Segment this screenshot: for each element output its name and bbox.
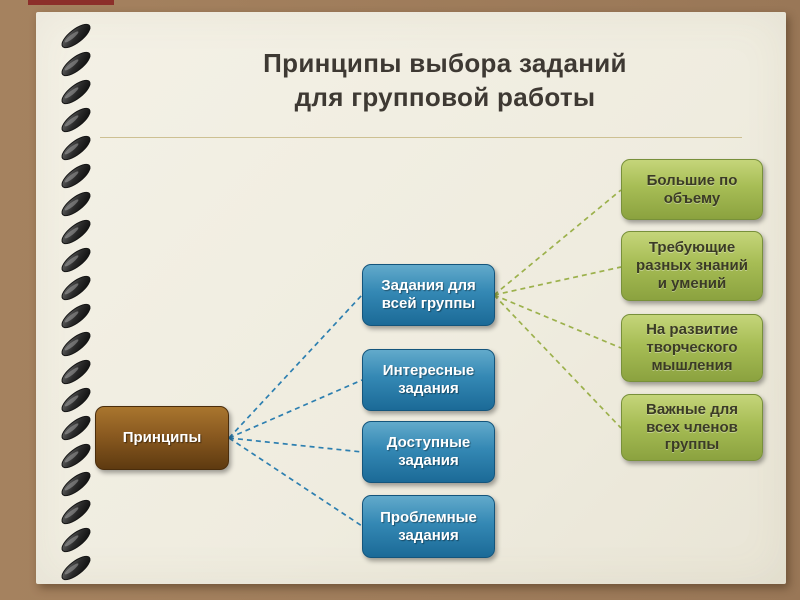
different-knowledge-node: Требующие разных знаний и умений	[621, 231, 763, 301]
principles-node: Принципы	[95, 406, 229, 470]
interesting-tasks-node: Интересные задания	[362, 349, 495, 411]
problem-tasks-node: Проблемные задания	[362, 495, 495, 558]
title-divider	[100, 137, 742, 138]
page-title: Принципы выбора заданий для групповой ра…	[140, 46, 750, 115]
page-title-line1: Принципы выбора заданий	[263, 48, 627, 78]
notebook-edge-accent	[28, 0, 114, 5]
creative-thinking-node: На развитие творческого мышления	[621, 314, 763, 382]
important-for-all-node: Важные для всех членов группы	[621, 394, 763, 461]
large-volume-node: Большие по объему	[621, 159, 763, 220]
page-title-line2: для групповой работы	[294, 82, 596, 113]
group-tasks-node: Задания для всей группы	[362, 264, 495, 326]
accessible-tasks-node: Доступные задания	[362, 421, 495, 483]
spiral-binding-icon	[50, 22, 102, 582]
